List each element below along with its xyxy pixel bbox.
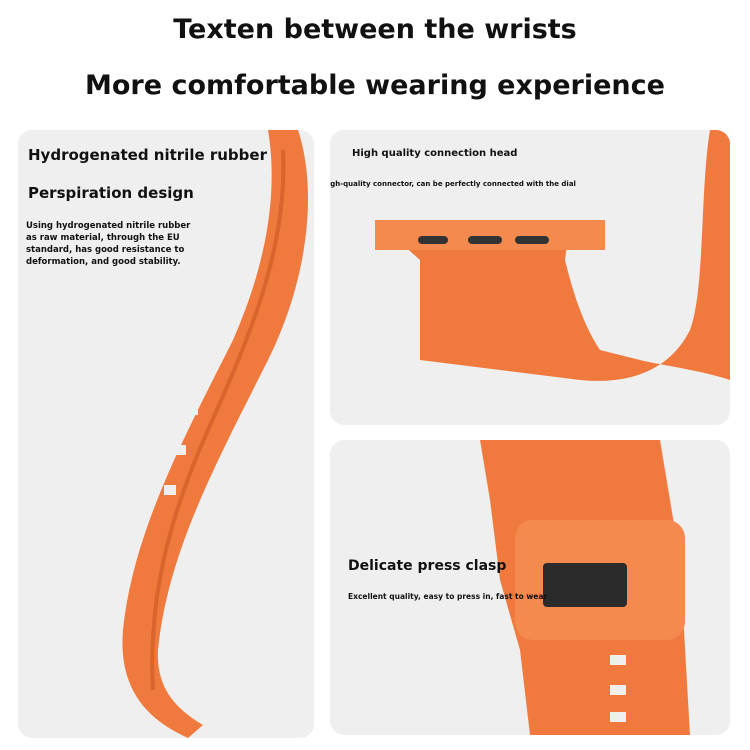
clasp-image [480, 440, 690, 735]
left-title-1: Hydrogenated nitrile rubber [28, 146, 267, 164]
left-description: Using hydrogenated nitrile rubber as raw… [26, 221, 191, 267]
connector-title: High quality connection head [352, 148, 518, 159]
connector-description: High-quality connector, can be perfectly… [330, 180, 576, 188]
page-subtitle: More comfortable wearing experience [85, 70, 665, 101]
clasp-title: Delicate press clasp [348, 558, 507, 574]
left-title-2: Perspiration design [28, 184, 194, 202]
bottom-right-panel: Delicate press clasp Excellent quality, … [330, 440, 730, 735]
top-right-panel: High quality connection head High-qualit… [330, 130, 730, 425]
clasp-description: Excellent quality, easy to press in, fas… [348, 592, 548, 601]
connector-image [375, 130, 730, 381]
left-panel: Hydrogenated nitrile rubber Perspiration… [18, 130, 314, 738]
strap-image [122, 130, 308, 738]
page-title: Texten between the wrists [173, 14, 577, 45]
